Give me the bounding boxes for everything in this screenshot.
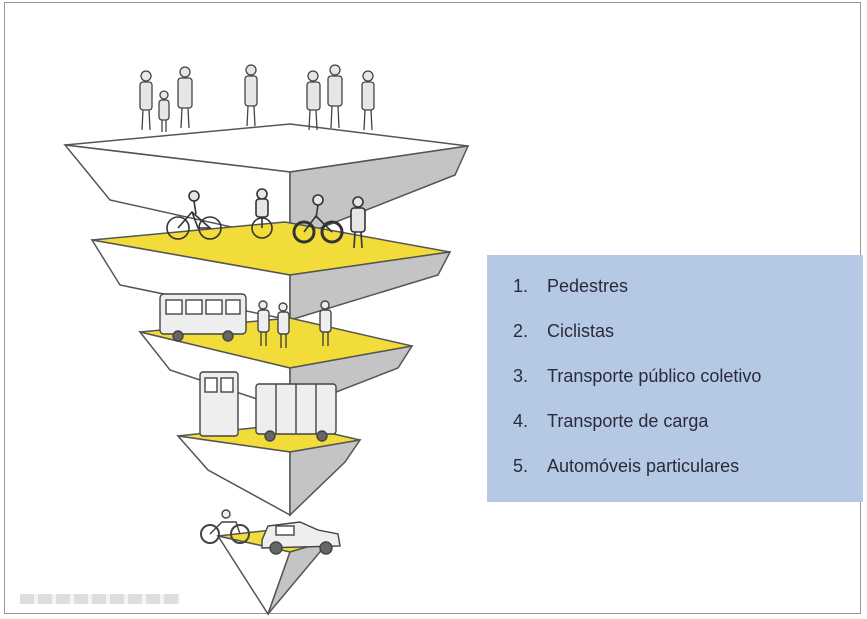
bicycle-icon [166, 188, 366, 249]
legend-item-number: 3. [513, 366, 529, 386]
mobility-pyramid [63, 64, 470, 616]
legend-item-number: 5. [513, 456, 529, 476]
legend-item: 5. Automóveis particulares [513, 455, 863, 500]
pedestrian-icon [139, 64, 375, 132]
car-icon [200, 509, 341, 555]
bus-icon [159, 293, 332, 348]
legend-item-label: Pedestres [547, 276, 629, 296]
legend-box: 1. Pedestres 2. Ciclistas 3. Transporte púb… [487, 255, 863, 502]
truck-icon [199, 371, 337, 442]
legend-item: 2. Ciclistas [513, 320, 863, 365]
legend-item-number: 4. [513, 411, 529, 431]
pyramid-level-4 [176, 371, 362, 517]
legend-item-number: 2. [513, 321, 529, 341]
legend-item: 1. Pedestres [513, 275, 863, 320]
legend-item-number: 1. [513, 276, 529, 296]
legend-item-label: Transporte público coletivo [547, 366, 762, 386]
legend-item: 4. Transporte de carga [513, 410, 863, 455]
watermark [20, 594, 180, 604]
pyramid-level-3 [138, 293, 414, 412]
pyramid-level-1 [63, 64, 470, 242]
pyramid-level-5 [200, 509, 341, 616]
legend-item: 3. Transporte público coletivo [513, 365, 863, 410]
legend-item-label: Transporte de carga [547, 411, 709, 431]
legend-item-label: Ciclistas [547, 321, 615, 341]
legend-item-label: Automóveis particulares [547, 456, 740, 476]
